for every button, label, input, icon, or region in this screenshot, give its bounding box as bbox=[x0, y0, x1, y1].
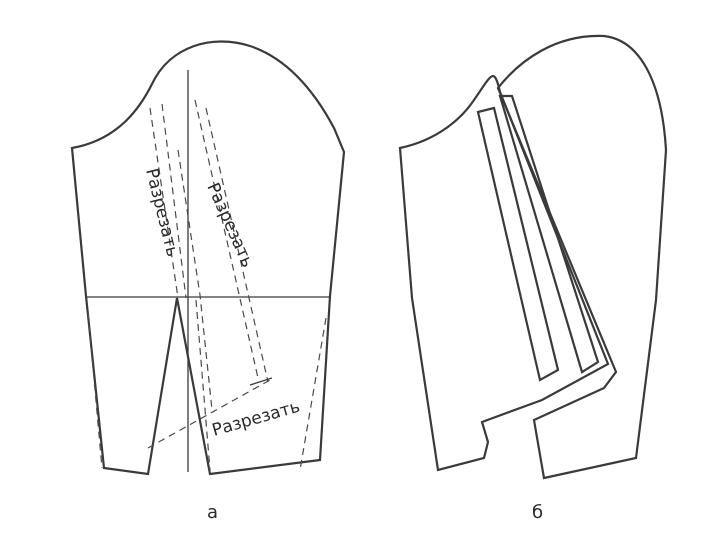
cut-tick-mark bbox=[249, 377, 273, 386]
dashed-line-diagonal-upper bbox=[177, 149, 213, 411]
caption-b: б bbox=[532, 502, 543, 523]
sleeve-outline-a bbox=[70, 40, 346, 476]
cut-label-front: Разрезать bbox=[141, 166, 182, 258]
dashed-line-left-side bbox=[87, 311, 103, 469]
dashed-line-right-side bbox=[299, 317, 327, 471]
sleeve-outline-b bbox=[398, 74, 610, 472]
cut-label-bottom: Разрезать bbox=[210, 397, 302, 441]
sleeve-pattern-a: Разрезать Разрезать Разрезать а bbox=[70, 40, 346, 523]
dashed-line-back-2 bbox=[205, 107, 269, 383]
sleeve-strip-b-1 bbox=[476, 106, 560, 382]
dashed-line-center-lower bbox=[195, 299, 211, 471]
dashed-line-front-upper-2 bbox=[161, 103, 187, 299]
sleeve-strip-b-2 bbox=[498, 94, 600, 374]
sleeve-outline-b-right bbox=[496, 34, 668, 480]
cut-label-back: Разрезать bbox=[202, 180, 257, 271]
sleeve-pattern-b: б bbox=[398, 34, 668, 523]
dashed-line-front-upper bbox=[149, 107, 179, 299]
caption-a: а bbox=[207, 502, 218, 523]
